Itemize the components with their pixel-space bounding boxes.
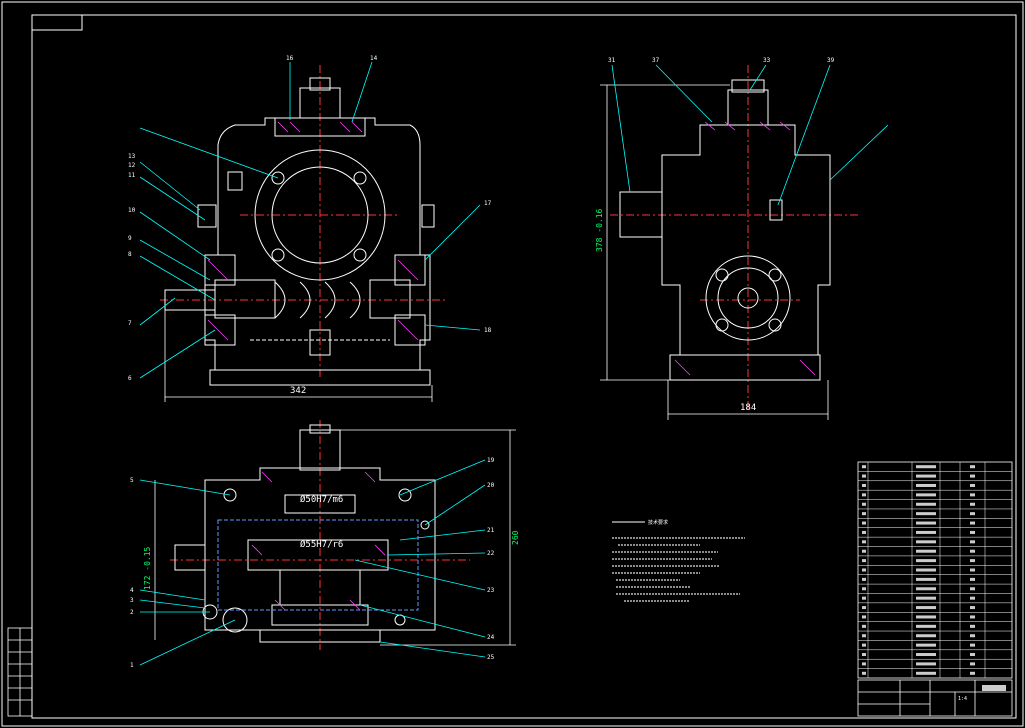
svg-text:8: 8 bbox=[128, 251, 132, 258]
top-view-hatch bbox=[251, 471, 386, 611]
svg-text:19: 19 bbox=[487, 457, 495, 464]
side-view-callouts: 31 37 33 39 bbox=[608, 57, 835, 64]
top-view-fits: Ø50H7/m6 Ø55H7/r6 bbox=[300, 494, 343, 550]
svg-text:13: 13 bbox=[128, 153, 136, 160]
front-view-hatch bbox=[207, 121, 419, 341]
top-view-leaders bbox=[139, 459, 486, 666]
svg-text:18: 18 bbox=[484, 327, 492, 334]
side-view bbox=[610, 65, 860, 410]
svg-text:20: 20 bbox=[487, 482, 495, 489]
svg-text:23: 23 bbox=[487, 587, 495, 594]
svg-text:10: 10 bbox=[128, 207, 136, 214]
svg-text:Ø50H7/m6: Ø50H7/m6 bbox=[300, 494, 343, 505]
side-view-hatch bbox=[674, 121, 816, 376]
title-block bbox=[857, 679, 1013, 717]
svg-text:378 -0.16: 378 -0.16 bbox=[595, 208, 604, 252]
top-view-callouts: 5 4 3 2 1 19 20 21 22 23 24 25 bbox=[130, 457, 495, 669]
svg-text:14: 14 bbox=[370, 55, 378, 62]
front-view bbox=[160, 65, 445, 386]
svg-text:37: 37 bbox=[652, 57, 660, 64]
svg-text:7: 7 bbox=[128, 320, 132, 327]
svg-text:Ø55H7/r6: Ø55H7/r6 bbox=[300, 539, 343, 550]
drawing-name-box bbox=[982, 685, 1006, 691]
svg-text:11: 11 bbox=[128, 172, 136, 179]
svg-text:3: 3 bbox=[130, 597, 134, 604]
svg-text:9: 9 bbox=[128, 235, 132, 242]
svg-text:22: 22 bbox=[487, 550, 495, 557]
front-view-leaders bbox=[139, 61, 481, 379]
svg-text:1: 1 bbox=[130, 662, 134, 669]
side-view-dimensions: 378 -0.16 184 bbox=[595, 84, 829, 420]
top-left-tab bbox=[31, 14, 83, 31]
svg-text:260: 260 bbox=[511, 530, 520, 545]
front-view-callouts: 16 14 13 12 11 10 9 8 7 6 17 18 bbox=[128, 55, 492, 382]
top-view-dimensions: 260 172 -0.15 bbox=[143, 429, 520, 646]
svg-text:33: 33 bbox=[763, 57, 771, 64]
svg-text:5: 5 bbox=[130, 477, 134, 484]
technical-notes: 技术要求 bbox=[612, 519, 745, 602]
svg-text:25: 25 bbox=[487, 654, 495, 661]
front-view-dimensions: 342 bbox=[164, 310, 433, 402]
svg-text:31: 31 bbox=[608, 57, 616, 64]
top-view bbox=[170, 420, 470, 650]
revision-table bbox=[7, 627, 33, 717]
svg-text:4: 4 bbox=[130, 587, 134, 594]
svg-text:39: 39 bbox=[827, 57, 835, 64]
svg-text:12: 12 bbox=[128, 162, 136, 169]
svg-text:16: 16 bbox=[286, 55, 294, 62]
scale-value: 1:4 bbox=[958, 696, 967, 702]
svg-text:17: 17 bbox=[484, 200, 492, 207]
svg-text:2: 2 bbox=[130, 609, 134, 616]
svg-text:21: 21 bbox=[487, 527, 495, 534]
side-view-leaders bbox=[611, 64, 889, 206]
svg-text:184: 184 bbox=[740, 403, 756, 413]
svg-text:172 -0.15: 172 -0.15 bbox=[143, 546, 152, 590]
parts-list bbox=[857, 461, 1013, 679]
svg-text:技术要求: 技术要求 bbox=[648, 519, 668, 526]
svg-text:24: 24 bbox=[487, 634, 495, 641]
svg-text:342: 342 bbox=[290, 386, 306, 396]
svg-text:6: 6 bbox=[128, 375, 132, 382]
